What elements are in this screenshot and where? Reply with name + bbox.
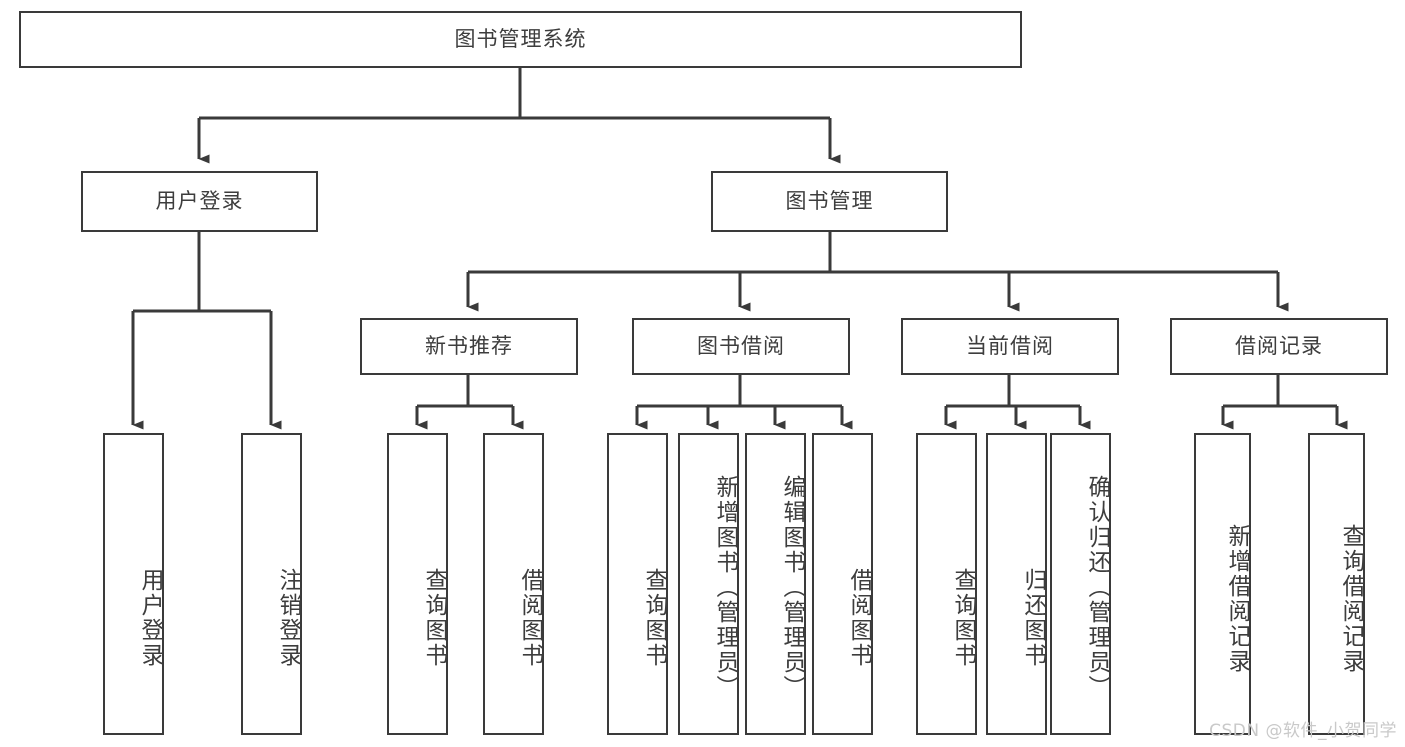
node-book-management[interactable]: 图书管理 (711, 171, 948, 232)
watermark: CSDN @软件_小贺同学 (1209, 721, 1397, 741)
node-root[interactable]: 图书管理系统 (19, 11, 1022, 68)
leaf-add-borrow-record[interactable]: 新增借阅记录 (1194, 433, 1251, 735)
leaf-logout[interactable]: 注销登录 (241, 433, 302, 735)
leaf-return-book[interactable]: 归还图书 (986, 433, 1047, 735)
leaf-query-book-borrow[interactable]: 查询图书 (607, 433, 668, 735)
node-new-book-recommend[interactable]: 新书推荐 (360, 318, 578, 375)
node-borrow-record[interactable]: 借阅记录 (1170, 318, 1388, 375)
leaf-edit-book-admin[interactable]: 编辑图书（管理员） (745, 433, 806, 735)
node-current-borrow[interactable]: 当前借阅 (901, 318, 1119, 375)
leaf-borrow-book[interactable]: 借阅图书 (812, 433, 873, 735)
leaf-query-book-recommend[interactable]: 查询图书 (387, 433, 448, 735)
leaf-add-book-admin[interactable]: 新增图书（管理员） (678, 433, 739, 735)
leaf-borrow-book-recommend[interactable]: 借阅图书 (483, 433, 544, 735)
leaf-user-login[interactable]: 用户登录 (103, 433, 164, 735)
leaf-query-book-current[interactable]: 查询图书 (916, 433, 977, 735)
leaf-confirm-return-admin[interactable]: 确认归还（管理员） (1050, 433, 1111, 735)
node-book-borrow[interactable]: 图书借阅 (632, 318, 850, 375)
node-user-login[interactable]: 用户登录 (81, 171, 318, 232)
leaf-query-borrow-record[interactable]: 查询借阅记录 (1308, 433, 1365, 735)
